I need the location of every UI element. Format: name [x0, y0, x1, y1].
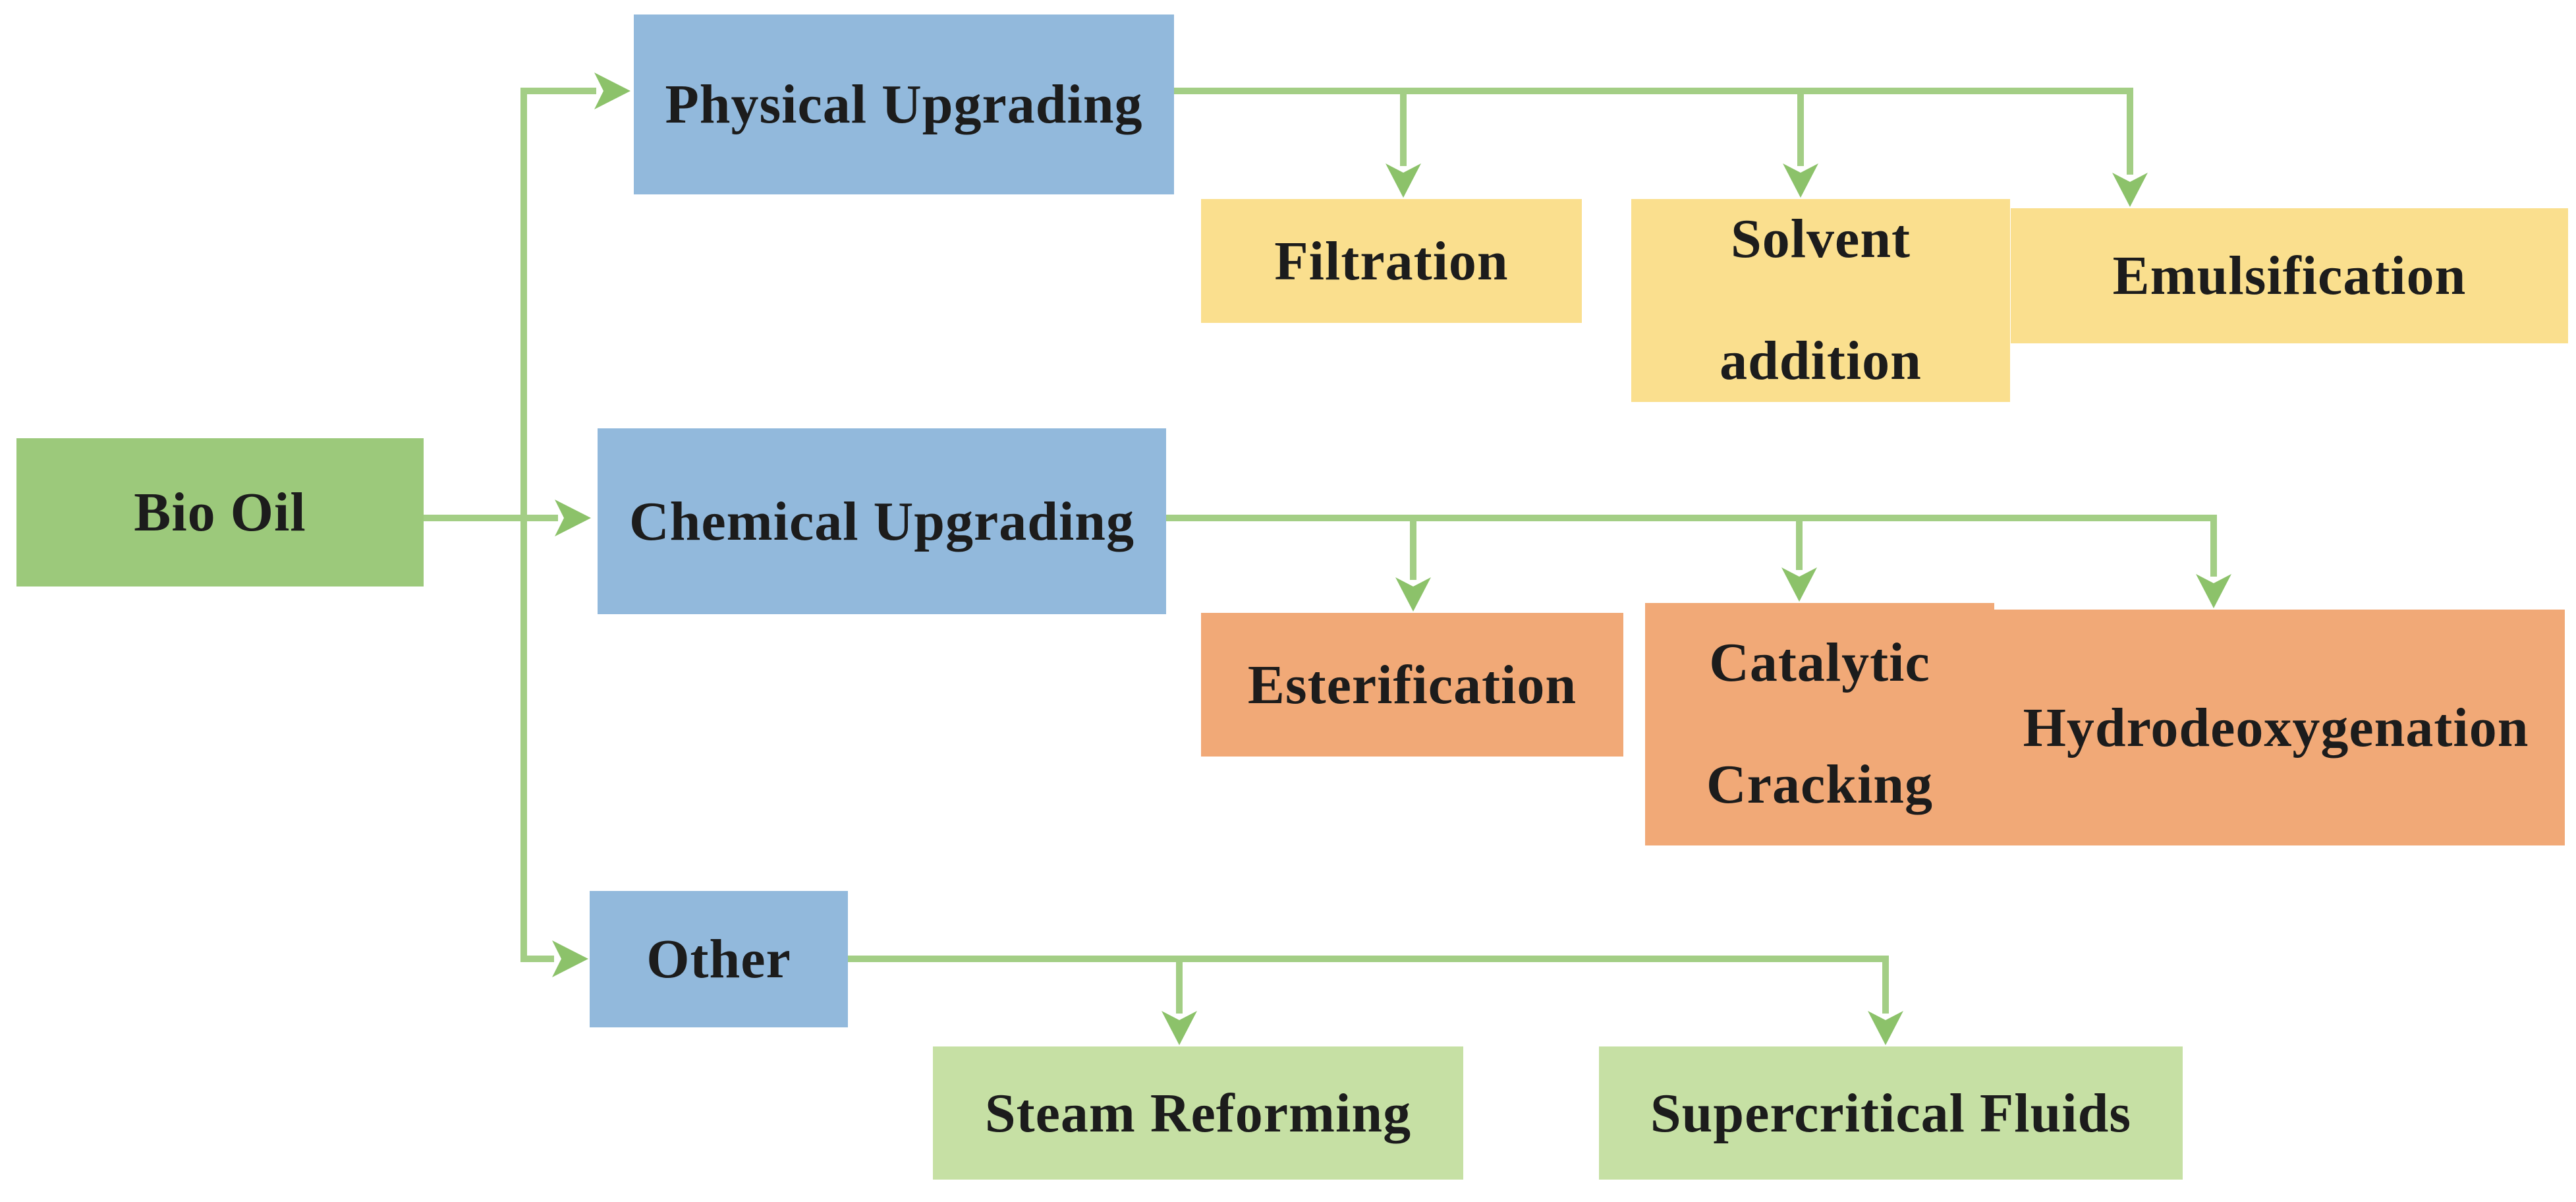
node-label: Catalytic Cracking	[1706, 632, 1933, 815]
arrowhead-down-icon	[2112, 173, 2148, 207]
node-label: Steam Reforming	[984, 1082, 1412, 1144]
node-hydrodeoxygenation: Hydrodeoxygenation	[1987, 610, 2565, 845]
node-chemical-upgrading: Chemical Upgrading	[598, 428, 1166, 614]
node-catalytic-cracking: Catalytic Cracking	[1645, 603, 1994, 845]
arrowhead-down-icon	[1868, 1011, 1903, 1045]
node-esterification: Esterification	[1201, 613, 1623, 757]
node-label: Solvent addition	[1720, 208, 1922, 391]
node-supercritical-fluids: Supercritical Fluids	[1599, 1046, 2183, 1180]
arrowhead-right-icon	[555, 500, 591, 536]
node-solvent-addition: Solvent addition	[1631, 199, 2010, 402]
node-physical-upgrading: Physical Upgrading	[634, 14, 1174, 194]
node-label: Filtration	[1274, 230, 1509, 292]
connector-other-to-steam-reforming	[1162, 959, 1197, 1045]
arrowhead-down-icon	[1781, 567, 1817, 602]
node-steam-reforming: Steam Reforming	[933, 1046, 1463, 1180]
arrowhead-down-icon	[1162, 1011, 1197, 1045]
connector-physical-to-filtration	[1386, 91, 1421, 198]
arrowhead-right-icon	[594, 72, 630, 109]
connector-spine-to-physical-upgrading	[520, 72, 630, 109]
node-other: Other	[590, 891, 848, 1027]
connector-other-to-supercritical-fluids	[1868, 956, 1903, 1045]
connector-bio-oil-to-chemical-upgrading	[424, 500, 591, 536]
connector-chemical-to-catalytic-cracking	[1781, 518, 1817, 602]
arrowhead-down-icon	[1386, 163, 1421, 198]
node-emulsification: Emulsification	[2011, 208, 2568, 343]
connector-physical-to-solvent-addition	[1783, 91, 1818, 198]
connector-spine-to-other	[520, 940, 588, 977]
node-label: Physical Upgrading	[665, 74, 1143, 135]
node-label: Chemical Upgrading	[629, 490, 1135, 552]
node-label: Other	[646, 929, 791, 990]
node-label: Bio Oil	[134, 482, 306, 543]
arrowhead-down-icon	[1783, 163, 1818, 198]
node-bio-oil: Bio Oil	[16, 438, 424, 587]
node-label: Supercritical Fluids	[1650, 1082, 2132, 1144]
node-label: Esterification	[1247, 654, 1577, 716]
arrowhead-down-icon	[1395, 577, 1431, 612]
connector-chemical-to-hydrodeoxygenation	[2196, 515, 2231, 608]
node-filtration: Filtration	[1201, 199, 1582, 323]
connector-chemical-to-esterification	[1395, 518, 1431, 612]
arrowhead-right-icon	[552, 940, 588, 977]
node-label: Hydrodeoxygenation	[2023, 697, 2529, 758]
connector-physical-to-emulsification	[2112, 88, 2148, 207]
arrowhead-down-icon	[2196, 574, 2231, 608]
node-label: Emulsification	[2112, 245, 2467, 306]
